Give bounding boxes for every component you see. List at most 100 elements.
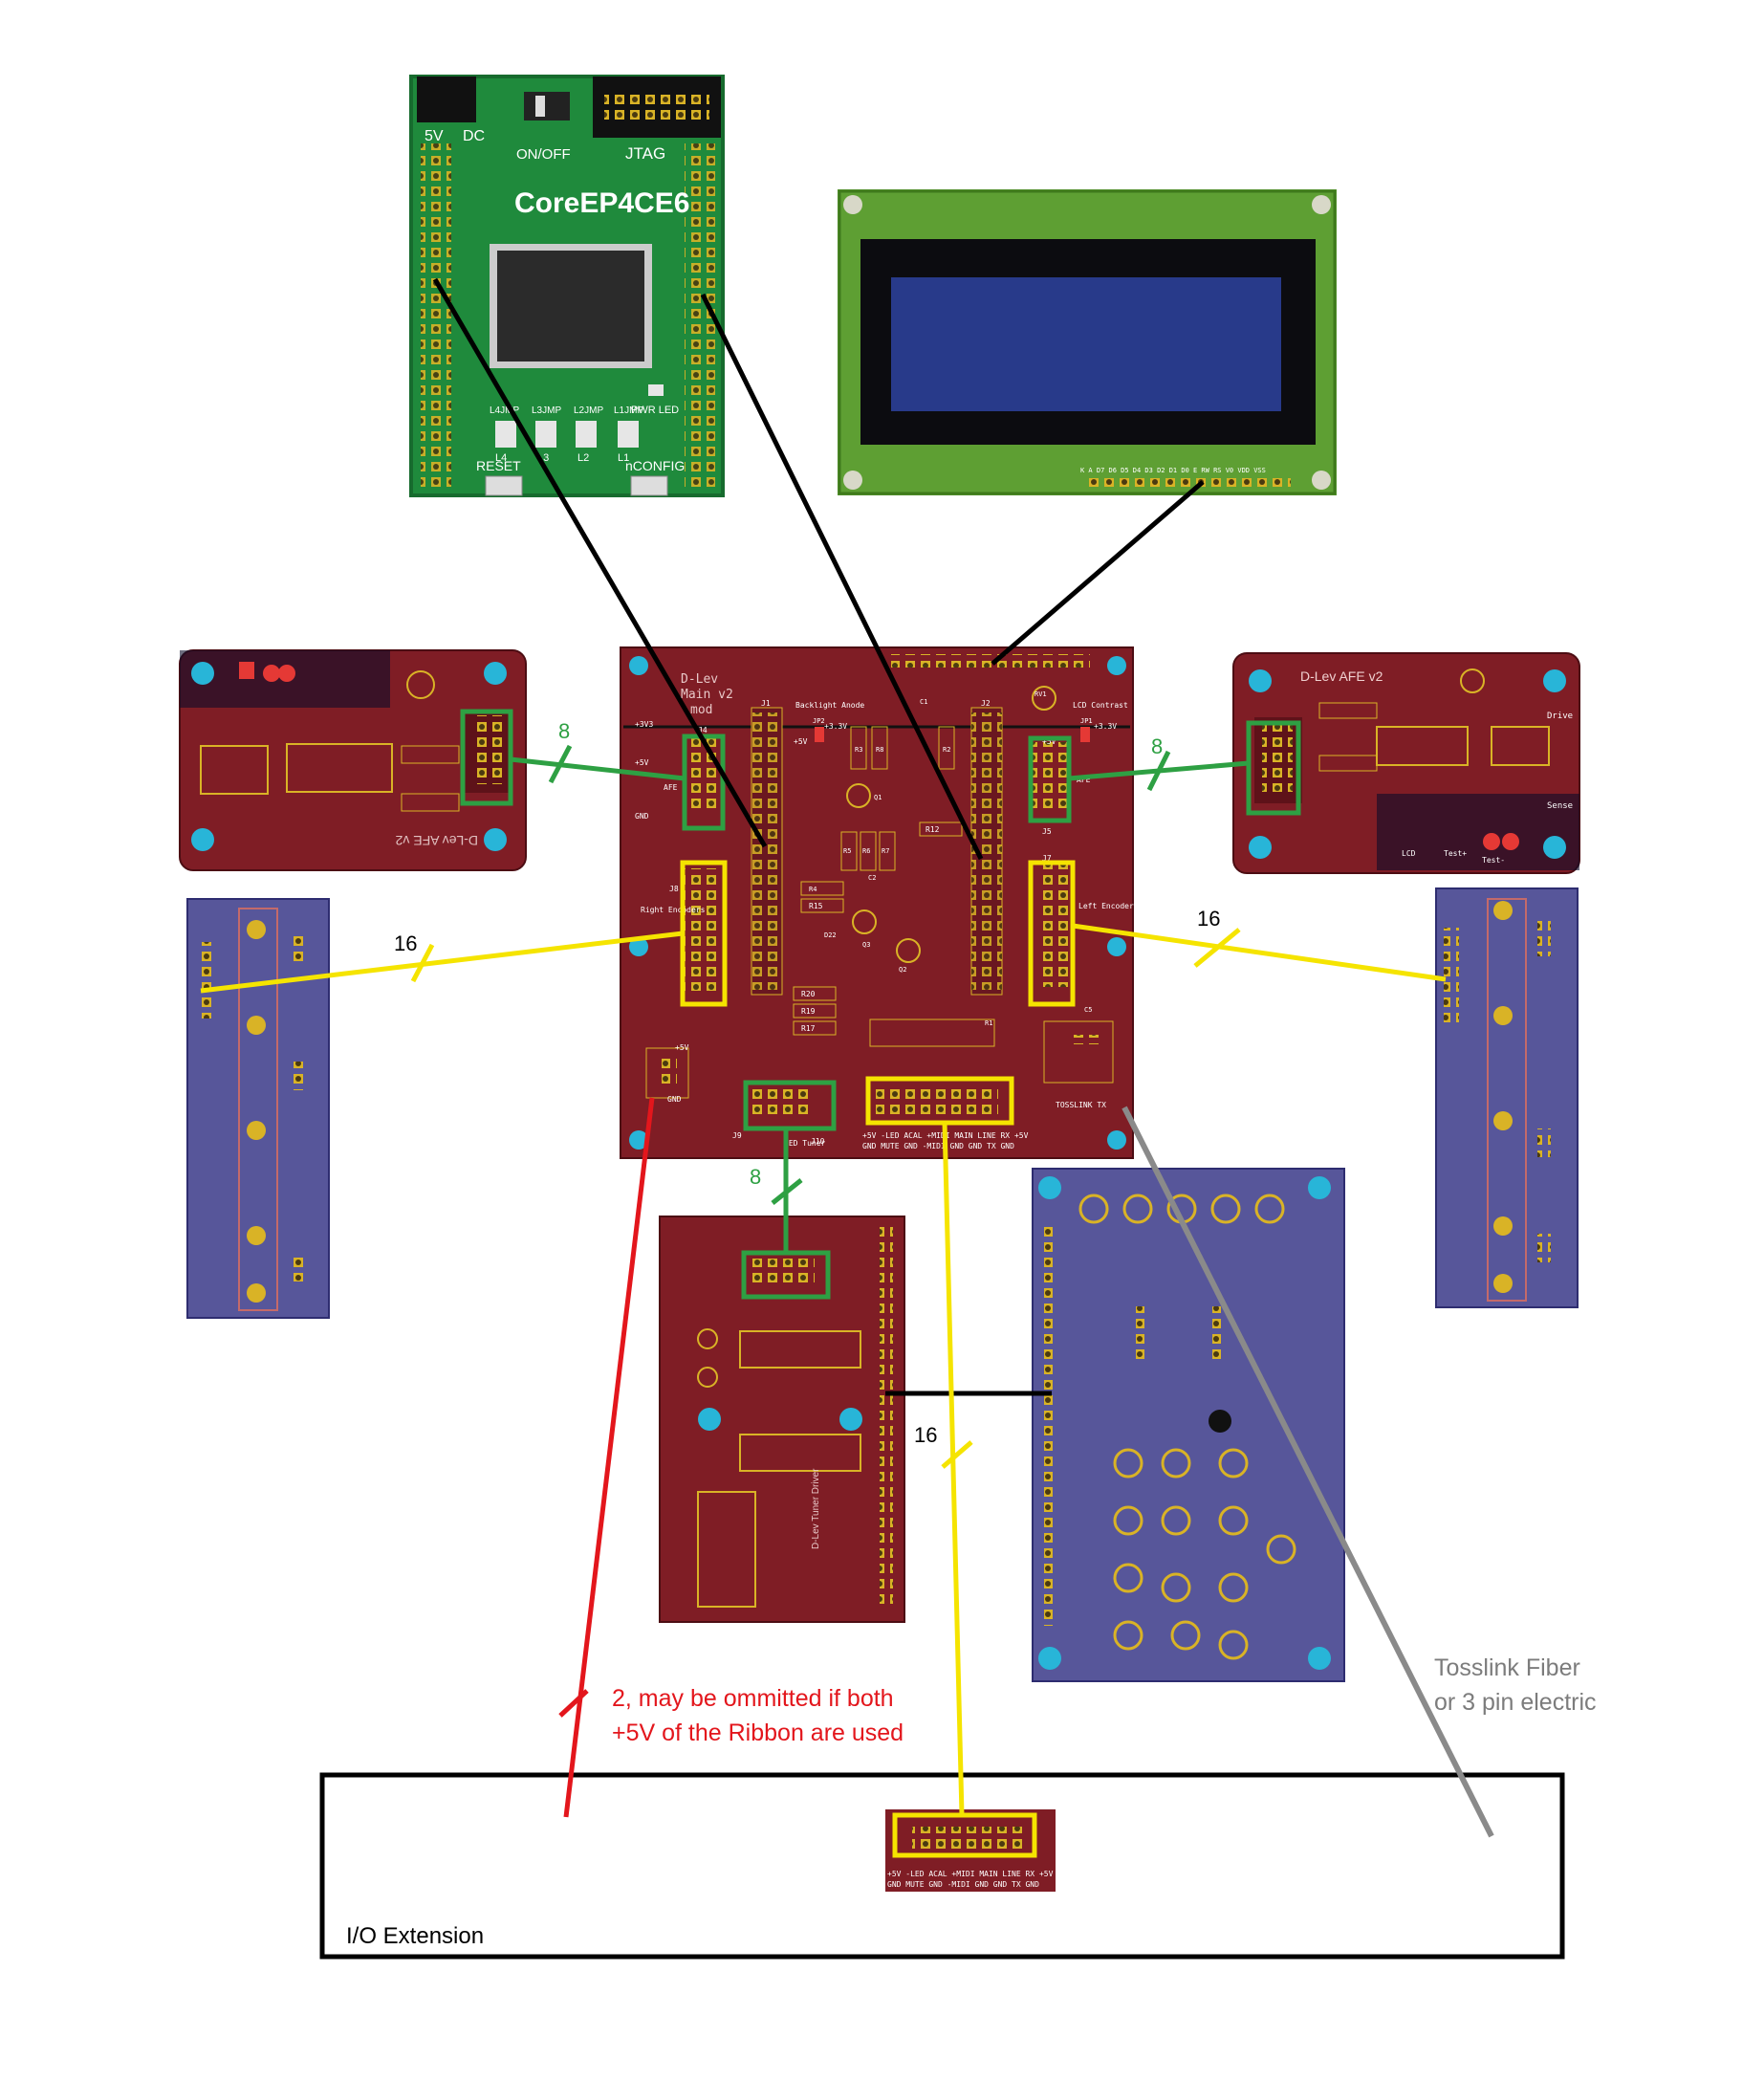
ribbon-connector [876,1084,998,1115]
red-note-line1: 2, may be ommitted if both [612,1685,894,1712]
green-wire-tuner-slash [771,1178,803,1205]
yellow-wire-enc-left [200,931,684,994]
green-wire-afe-left-slash [548,744,573,784]
ribbon-pins-bottom: GND MUTE GND -MIDI GND GND TX GND [862,1142,1014,1150]
refdes-label: R3 [855,746,862,754]
refdes-label: JP1 [1080,717,1093,725]
wire-count-labels: 8 8 16 16 8 16 [394,719,1220,1447]
refdes-label: R8 [876,746,883,754]
yellow-wire-ribbon [942,1122,965,1816]
connector-highlights [460,709,1301,1858]
contrast-label: LCD Contrast [1073,701,1128,710]
dc-jack [417,77,476,122]
fpga-board: 5V DC ON/OFF JTAG CoreEP4CE6 PWR LED L4 … [409,75,725,497]
refdes-label: J4 [698,726,708,734]
io-extension: I/O Extension +5V -LED ACAL +MIDI MAIN L… [319,1772,1565,1960]
fpga-led-jumper-label: L2JMP [574,405,603,416]
gray-note-line1: Tosslink Fiber [1434,1654,1580,1681]
right-encoders-label: Right Encoders [641,906,706,914]
led-tuner-connector [751,1088,813,1119]
refdes-label: J1 [761,699,771,708]
red-wire-power-slash [558,1689,589,1718]
fpga-led-jumper-label: L1JMP [614,405,643,416]
nconfig-button[interactable] [630,475,668,496]
refdes-label: R2 [943,746,950,754]
afe-right-wire-count: 8 [1151,734,1163,758]
refdes-label: JP2 [813,717,825,725]
refdes-label: C1 [920,698,927,706]
led-tuner-board: D-Lev Tuner Driver [659,1216,905,1623]
refdes-label: R12 [926,825,940,834]
fpga-led-label: L1 [618,452,629,464]
highlight-afe-left-main [682,734,726,831]
gray-wire-toslink [1122,1106,1494,1838]
fpga-board-name: CoreEP4CE6 [514,187,689,219]
refdes-label: Q3 [862,941,870,949]
left-3v3-label: +3V3 [635,720,653,729]
j9-label: J9 [732,1131,742,1140]
afe-board-left: D-Lev AFE v2 [179,649,527,871]
afe-right-connector [1033,742,1067,809]
power-header-gnd-label: GND [667,1095,682,1104]
highlight-ribbon-io [892,1812,1037,1858]
refdes-label: Q2 [899,966,906,974]
fpga-5v-label: 5V [425,128,444,144]
green-wire-afe-right-slash [1146,750,1171,792]
highlight-tuner-main [743,1080,837,1131]
lcd-screen [891,277,1281,411]
refdes-label: Q1 [874,794,882,801]
highlight-ribbon-main [865,1076,1014,1126]
left-encoders-connector [1038,865,1073,987]
green-wire-afe-left [510,756,686,781]
red-note-line2: +5V of the Ribbon are used [612,1720,904,1746]
power-switch[interactable] [524,92,570,120]
afe-left-title: D-Lev AFE v2 [395,833,478,848]
encoder-board-right [1435,887,1579,1308]
afe-right-label: AFE [1077,776,1091,784]
afe-left-connector [685,736,719,813]
left-5v-label: +5V [635,758,649,767]
refdes-label: R1 [985,1019,992,1027]
afe-right-test-minus-label: Test- [1482,856,1505,865]
refdes-label: R17 [801,1024,816,1033]
reset-button[interactable] [485,475,523,496]
toslink-label: TOSSLINK TX [1056,1101,1106,1109]
yellow-wire-ribbon-slash [941,1440,973,1469]
highlight-afe-left-board [460,709,513,806]
fpga-led-jumper-label: L4JMP [490,405,519,416]
encoder-board-left [186,898,330,1319]
enc-left-wire-count: 16 [394,931,417,955]
refdes-label: D22 [824,931,837,939]
refdes-label: C5 [1084,1006,1092,1014]
j10-label: J10 [811,1137,825,1146]
left-encoders-label: Left Encoders [1078,902,1139,910]
fpga-led-label: L2 [577,452,589,464]
black-wire-fpga-j2 [700,293,984,861]
main-title-line: Main v2 [681,688,733,702]
yellow-wire-enc-left-slash [410,943,435,983]
led-tuner-label: LED Tuner [784,1139,826,1148]
mid-5v-label: +5V [794,737,808,746]
control-board [1032,1168,1345,1682]
fpga-nconfig-label: nCONFIG [625,458,685,473]
mid-3v3-label: +3.3V [824,722,847,731]
afe-right-sense-label: Sense [1547,801,1573,811]
backlight-label: Backlight Anode [795,701,864,710]
led-tuner-title: D-Lev Tuner Driver [811,1468,821,1549]
afe-right-lcd-label: LCD [1402,849,1416,858]
afe-board-right: D-Lev AFE v2 Drive Sense Test+ Test- LCD [1232,652,1580,874]
right-encoders-connector [685,868,719,991]
io-extension-box [319,1772,1565,1960]
fpga-reset-label: RESET [476,458,521,473]
refdes-label: C2 [868,874,876,882]
afe-right-drive-label: Drive [1547,712,1573,721]
gray-note-line2: or 3 pin electric [1434,1689,1597,1716]
afe-right-title: D-Lev AFE v2 [1300,668,1383,684]
lcd-pin-labels: K A D7 D6 D5 D4 D3 D2 D1 D0 E RW RS V0 V… [1080,467,1266,474]
io-pins-top: +5V -LED ACAL +MIDI MAIN LINE RX +5V [887,1870,1054,1878]
black-wire-fpga-j1 [432,277,768,848]
right-3v3-label: +3.3V [1094,722,1117,731]
toslink-module [1043,1020,1114,1084]
fpga-switch-label: ON/OFF [516,146,571,163]
